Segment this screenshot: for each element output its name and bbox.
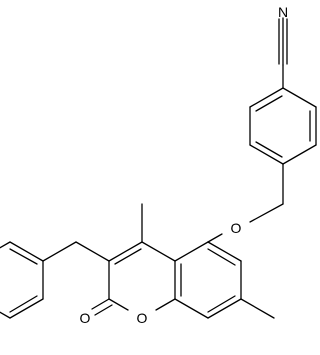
bond-lines [0,17,317,319]
ether-oxygen-label: O [231,220,242,236]
atom-labels: N O O O [80,4,289,326]
carbonyl-oxygen-label: O [80,310,91,326]
ring-oxygen-label: O [137,310,148,326]
nitrogen-label: N [278,4,288,20]
